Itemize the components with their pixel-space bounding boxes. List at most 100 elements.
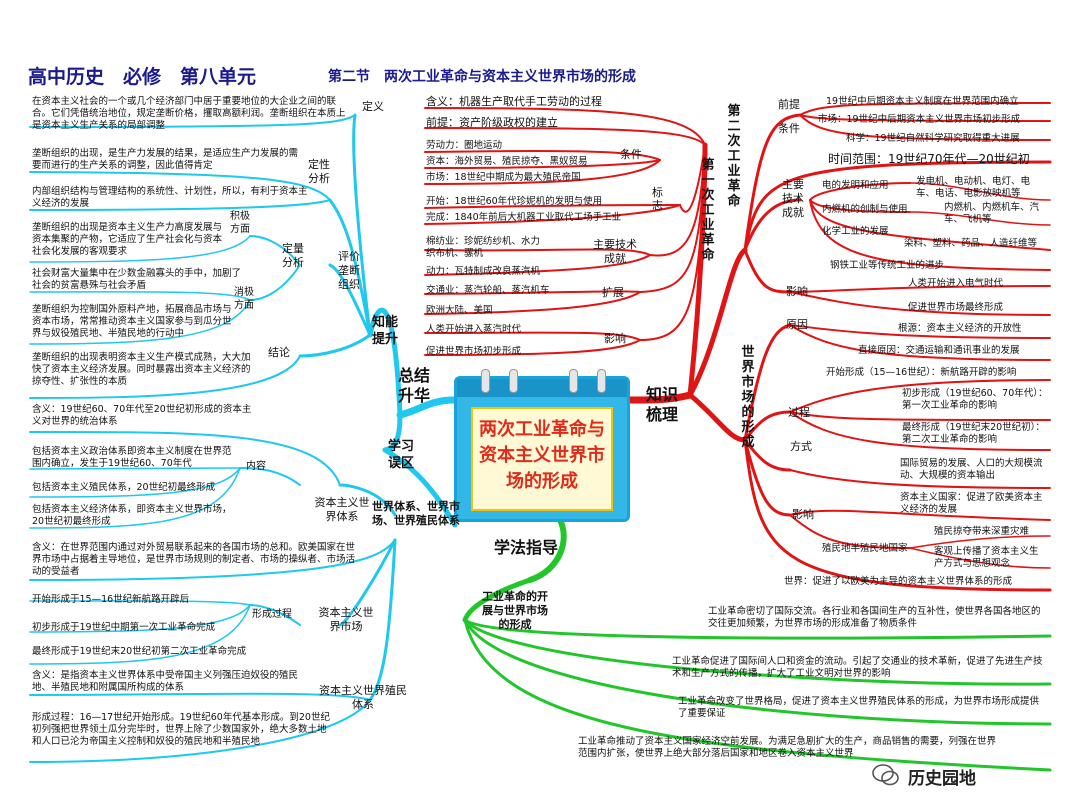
- cause-item: 根源：资本主义经济的开放性: [898, 323, 1022, 334]
- zhimin-process: 形成过程：16—17世纪开始形成。19世纪60年代基本形成。到20世纪初列强把世…: [32, 712, 330, 747]
- central-topic: 两次工业革命与资本主义世界市场的形成: [454, 369, 630, 522]
- colony-item: 客观上传播了资本主义生产方式与思想观念: [934, 546, 1039, 569]
- label-dingliang: 定量分析: [282, 242, 304, 269]
- xuefa-item: 工业革命密切了国际交流。各行业和各国间生产的互补性，使世界各国各地区的交往更加频…: [708, 606, 1041, 629]
- way-item: 国际贸易的发展、人口的大规模流动、大规模的资本输出: [900, 458, 1043, 481]
- tag-tiaojian: 条件: [620, 148, 642, 161]
- first-ir-item: 动力：瓦特制成改良蒸汽机: [426, 266, 541, 277]
- tech-detail: 发电机、电动机、电灯、电车、电话、电影放映机等: [916, 176, 1031, 199]
- first-ir-item: 资本：海外贸易、殖民掠夺、黑奴贸易: [426, 156, 588, 167]
- label-pingjia: 评价垄断组织: [338, 250, 360, 291]
- dingyi-text: 在资本主义社会的一个或几个经济部门中居于重要地位的大企业之间的联合。它们凭借统治…: [32, 96, 346, 131]
- watermark: 历史园地: [908, 769, 976, 789]
- tech-name: 内燃机的创制与使用: [822, 204, 908, 215]
- tech-name: 化学工业的发展: [822, 226, 889, 237]
- neirong-item: 包括资本主义政治体系即资本主义制度在世界范围内确立，发生于19世纪60、70年代: [32, 446, 232, 469]
- cause-item: 直接原因：交通运输和通讯事业的发展: [858, 345, 1020, 356]
- first-ir-item: 开始：18世纪60年代珍妮机的发明与使用: [426, 196, 603, 207]
- first-ir-label: 第一次工业革命: [701, 158, 715, 263]
- second-ir-effect: 促进世界市场最终形成: [908, 302, 1004, 313]
- label-dingyi: 定义: [362, 100, 384, 113]
- tag-kuozhan: 扩展: [602, 286, 624, 299]
- second-ir-item: 时间范围：19世纪70年代—20世纪初: [828, 152, 1030, 166]
- first-ir-item: 促进世界市场初步形成: [426, 346, 522, 357]
- xuefa-item: 工业革命改变了世界格局，促进了资本主义世界殖民体系的形成，为世界市场形成提供了重…: [678, 696, 1040, 719]
- jiji-text: 垄断组织的出现是资本主义生产力高度发展与资本集聚的产物，它适应了生产社会化与资本…: [32, 222, 223, 257]
- label-shichang: 资本主义世界市场: [318, 606, 374, 633]
- label-guocheng: 过程: [788, 406, 810, 419]
- first-ir-item: 欧洲大陆、美国: [426, 305, 493, 316]
- second-ir-label: 第二次工业革命: [727, 104, 741, 209]
- impact-item: 资本主义国家：促进了欧美资本主义经济的发展: [900, 492, 1043, 515]
- first-ir-item: 棉纺业：珍妮纺纱机、水力织布机、骡机: [426, 236, 541, 259]
- tech-detail: 内燃机、内燃机车、汽车、飞机等: [944, 202, 1040, 225]
- label-qianti: 前提: [778, 98, 800, 111]
- tixi-hanyi: 含义：19世纪60、70年代至20世纪初形成的资本主义对世界的统治体系: [32, 404, 252, 427]
- label-jishu: 主要技术成就: [782, 178, 804, 219]
- colony-item: 殖民掠夺带来深重灾难: [934, 526, 1030, 537]
- branch-wuqu: 学习误区: [388, 439, 415, 471]
- first-ir-item: 完成：1840年前后大机器工业取代工场手工业: [426, 212, 622, 223]
- process-item: 最终形成（19世纪末20世纪初）：第二次工业革命的影响: [902, 422, 1045, 445]
- guocheng-item: 初步形成于19世纪中期第一次工业革命完成: [32, 622, 216, 633]
- label-jiji: 积极方面: [230, 211, 250, 235]
- second-ir-item: 19世纪中后期资本主义制度在世界范围内确立: [826, 96, 1019, 107]
- section-title: 第二节 两次工业革命与资本主义世界市场的形成: [328, 69, 636, 85]
- first-ir-item: 劳动力：圈地运动: [426, 140, 503, 151]
- world-market-label: 世界市场的形成: [741, 345, 755, 450]
- first-ir-item: 人类开始进入蒸汽时代: [426, 324, 522, 335]
- label-impact: 影响: [792, 508, 814, 521]
- label-jielun: 结论: [268, 346, 290, 359]
- page-title: 高中历史 必修 第八单元: [28, 66, 257, 88]
- branch-xuefa: 学法指导: [494, 538, 559, 557]
- wechat-icon: [872, 764, 899, 786]
- label-yingxiang: 影响: [786, 285, 808, 298]
- label-xingcheng: 形成过程: [252, 609, 292, 620]
- branch-zongjie: 总结升华: [398, 366, 431, 405]
- branch-zhishi: 知识梳理: [646, 385, 679, 424]
- zhimin-hanyi: 含义：是指资本主义世界体系中受帝国主义列强压迫奴役的殖民地、半殖民地和附属国所构…: [32, 670, 299, 693]
- label-dingxing: 定性分析: [308, 158, 330, 185]
- label-fangshi: 方式: [790, 440, 812, 453]
- jielun-text: 垄断组织的出现表明资本主义生产模式成熟，大大加快了资本主义经济发展。同时暴露出资…: [32, 352, 251, 387]
- first-ir-item: 前提：资产阶级政权的建立: [426, 116, 558, 129]
- label-xiaoji: 消极方面: [234, 287, 254, 311]
- label-tixi: 资本主义世界体系: [314, 496, 370, 523]
- neirong-item: 包括资本主义殖民体系，20世纪初最终形成: [32, 482, 216, 493]
- shichang-hanyi: 含义：在世界范围内通过对外贸易联系起来的各国市场的总和。欧美国家在世界市场中占据…: [32, 542, 356, 577]
- xiaoji-text: 社会财富大量集中在少数金融寡头的手中，加剧了社会的贫富悬殊与社会矛盾: [32, 268, 242, 291]
- label-yuanyin: 原因: [786, 318, 808, 331]
- branch-nengli: 知能提升: [372, 315, 399, 347]
- xuefa-item: 工业革命推动了资本主义国家经济空前发展。为满足急剧扩大的生产，商品销售的需要，列…: [578, 736, 997, 759]
- first-ir-item: 市场：18世纪中期成为最大殖民帝国: [426, 172, 581, 183]
- xuefa-item: 工业革命促进了国际间人口和资金的流动。引起了交通业的技术革新，促进了先进生产技术…: [672, 656, 1043, 679]
- second-ir-effect: 人类开始进入电气时代: [908, 278, 1004, 289]
- tech-name: 电的发明和应用: [822, 180, 889, 191]
- label-tiaojian: 条件: [778, 122, 800, 135]
- dingxing-text: 内部组织结构与管理结构的系统性、计划性，所以，有利于资本主义经济的发展: [32, 186, 308, 209]
- dingxing-text: 垄断组织的出现，是生产力发展的结果，是适应生产力发展的需要而进行的生产关系的调整…: [32, 148, 299, 171]
- central-topic-text: 两次工业革命与资本主义世界市场的形成: [479, 419, 605, 492]
- guocheng-item: 开始形成于15—16世纪新航路开辟后: [32, 594, 190, 605]
- neirong-item: 包括资本主义经济体系，即资本主义世界市场，20世纪初最终形成: [32, 504, 232, 527]
- tag-biaozhi: 标志: [652, 186, 663, 212]
- tech-name: 钢铁工业等传统工业的进步: [830, 260, 945, 271]
- process-item: 开始形成（15—16世纪）：新航路开辟的影响: [826, 367, 1017, 378]
- process-item: 初步形成（19世纪60、70年代）：第一次工业革命的影响: [902, 388, 1048, 411]
- tag-yingxiang: 影响: [604, 332, 626, 345]
- guocheng-item: 最终形成于19世纪末20世纪初第二次工业革命完成: [32, 646, 247, 657]
- branch-gongye-kaizhan: 工业革命的开展与世界市场的形成: [482, 590, 548, 631]
- tech-detail: 染料、塑料、药品、人造纤维等: [904, 238, 1038, 249]
- first-ir-item: 交通业：蒸汽轮船、蒸汽机车: [426, 285, 550, 296]
- second-ir-item: 科学：19世纪自然科学研究取得重大进展: [846, 133, 1020, 144]
- xiaoji-text: 垄断组织为控制国外原料产地，拓展商品市场与资本市场，常常推动资本主义国家参与到瓜…: [32, 304, 232, 339]
- colony-label: 殖民地半殖民地国家: [822, 543, 908, 554]
- first-ir-item: 含义：机器生产取代手工劳动的过程: [426, 95, 602, 108]
- branch-tixi: 世界体系、世界市场、世界殖民体系: [372, 500, 460, 527]
- label-neirong: 内容: [246, 461, 266, 472]
- tag-jishu: 主要技术成就: [593, 238, 637, 265]
- second-ir-item: 市场：19世纪中后期资本主义世界市场初步形成: [818, 114, 1021, 125]
- impact-item: 世界：促进了以欧美为主导的资本主义世界体系的形成: [784, 576, 1013, 587]
